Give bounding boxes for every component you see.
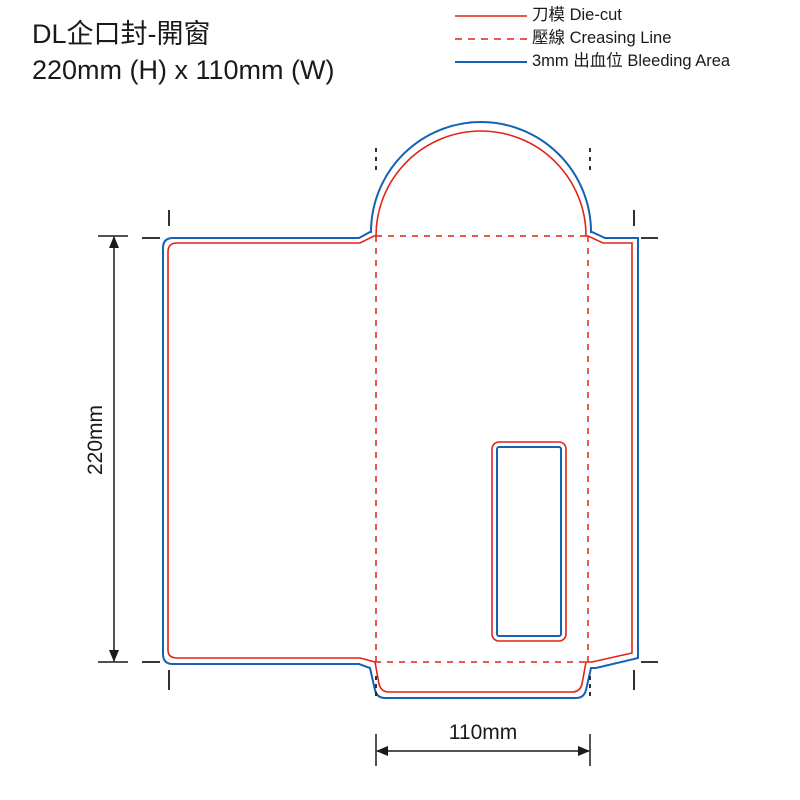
legend-label-creasing-line: 壓線 Creasing Line — [532, 29, 672, 47]
legend-item-die-cut: 刀模 Die-cut — [455, 4, 795, 27]
width-label: 110mm — [449, 721, 517, 744]
crop-marks — [142, 148, 658, 696]
legend-item-creasing-line: 壓線 Creasing Line — [455, 27, 795, 50]
die-cut-outline — [167, 130, 633, 693]
legend-label-die-cut: 刀模 Die-cut — [532, 6, 622, 24]
legend-item-bleeding-area: 3mm 出血位 Bleeding Area — [455, 50, 795, 73]
diagram-title: DL企口封-開窗 220mm (H) x 110mm (W) — [32, 16, 335, 88]
legend-swatch-bleeding-area — [455, 61, 527, 63]
title-line-2: 220mm (H) x 110mm (W) — [32, 55, 335, 85]
crease-lines — [375, 235, 589, 663]
window-cutout-bleed — [496, 446, 562, 637]
height-dimension: 220mm — [84, 235, 128, 663]
legend: 刀模 Die-cut 壓線 Creasing Line 3mm 出血位 Blee… — [455, 4, 795, 73]
width-dimension: 110mm — [375, 721, 591, 766]
legend-label-bleeding-area: 3mm 出血位 Bleeding Area — [532, 52, 731, 70]
legend-swatch-die-cut — [455, 15, 527, 17]
window-cutout-die-cut — [491, 441, 567, 642]
height-label: 220mm — [84, 405, 107, 475]
title-line-1: DL企口封-開窗 — [32, 19, 211, 49]
